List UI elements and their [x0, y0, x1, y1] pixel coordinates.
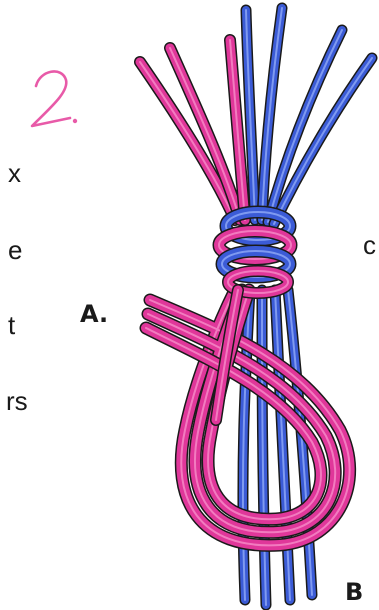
blue-strands-top — [246, 8, 372, 224]
step-number — [32, 71, 77, 126]
label-b: B — [345, 578, 363, 606]
pink-strands-top — [140, 40, 245, 220]
label-a: A. — [80, 300, 108, 328]
blue-strands-bottom — [243, 290, 312, 605]
